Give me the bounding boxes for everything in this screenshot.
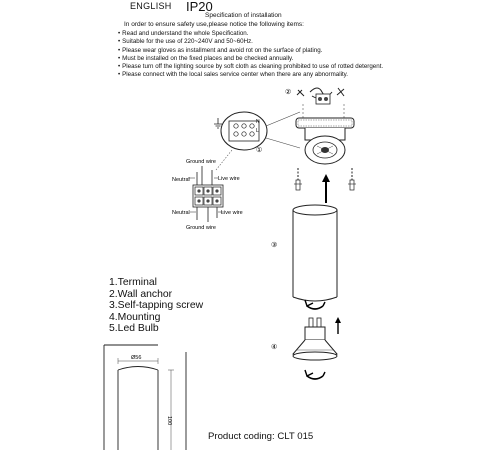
- safety-rule: Please wear gloves as installment and av…: [118, 47, 383, 55]
- diameter-dimension: Ø56: [131, 355, 141, 361]
- step-3-marker: ③: [271, 241, 277, 249]
- safety-rules-list: Read and understand the whole Specificat…: [118, 30, 383, 80]
- step-4-marker: ④: [271, 343, 277, 351]
- wiring-schematic: Ground wire Neutral Live wire Neutral Li…: [172, 149, 243, 231]
- neutral-label-top: Neutral: [172, 177, 190, 183]
- up-arrow-icon: [335, 317, 341, 334]
- live-wire-label-top: Live wire: [218, 176, 240, 182]
- terminal-letter-n: N: [256, 119, 260, 125]
- step-2-marker: ②: [285, 88, 291, 96]
- safety-rule: Read and understand the whole Specificat…: [118, 30, 383, 38]
- dimension-drawing: Ø56 100: [103, 344, 187, 450]
- safety-rule: Please connect with the local sales serv…: [118, 71, 383, 79]
- legend-item: 5.Led Bulb: [109, 323, 159, 335]
- safety-rule: Suitable for the use of 220~240V and 50~…: [118, 38, 383, 46]
- language-label: ENGLISH: [130, 1, 172, 11]
- legend-item: 2.Wall anchor: [109, 288, 173, 300]
- terminal-letter-l: L: [256, 128, 259, 134]
- legend-item: 4.Mounting: [109, 311, 161, 323]
- wire-connector-top: ②: [285, 87, 345, 120]
- rotate-arrow-icon: [304, 299, 326, 310]
- mounting-plate: [295, 117, 355, 165]
- terminal-callout: N L ①: [214, 111, 301, 154]
- cylinder-body: ③: [271, 204, 338, 310]
- ground-wire-label-bottom: Ground wire: [186, 225, 216, 231]
- height-dimension: 100: [166, 416, 172, 425]
- step-1-marker: ①: [256, 146, 262, 154]
- up-arrow-icon: [322, 174, 330, 203]
- legend-item: 1.Terminal: [109, 277, 157, 288]
- live-wire-label-bottom: Live wire: [221, 210, 243, 216]
- safety-rule: Must be installed on the fixed places an…: [118, 55, 383, 63]
- legend-item: 3.Self-tapping screw: [109, 300, 204, 312]
- product-code: Product coding: CLT 015: [208, 431, 314, 442]
- wall-anchors: [294, 168, 356, 191]
- ground-symbol-icon: [214, 118, 222, 129]
- safety-rule: Please turn off the lighting source by s…: [118, 63, 383, 71]
- ground-wire-label-top: Ground wire: [186, 159, 216, 165]
- ip-rating: IP20: [186, 0, 213, 14]
- neutral-label-bottom: Neutral: [172, 210, 190, 216]
- rotate-arrow-icon: [304, 369, 326, 380]
- parts-legend: 1.Terminal 2.Wall anchor 3.Self-tapping …: [109, 277, 203, 335]
- safety-intro: In order to ensure safety use,please not…: [124, 21, 304, 28]
- led-bulb: ④: [271, 317, 341, 380]
- specification-title: Specification of installation: [205, 12, 282, 19]
